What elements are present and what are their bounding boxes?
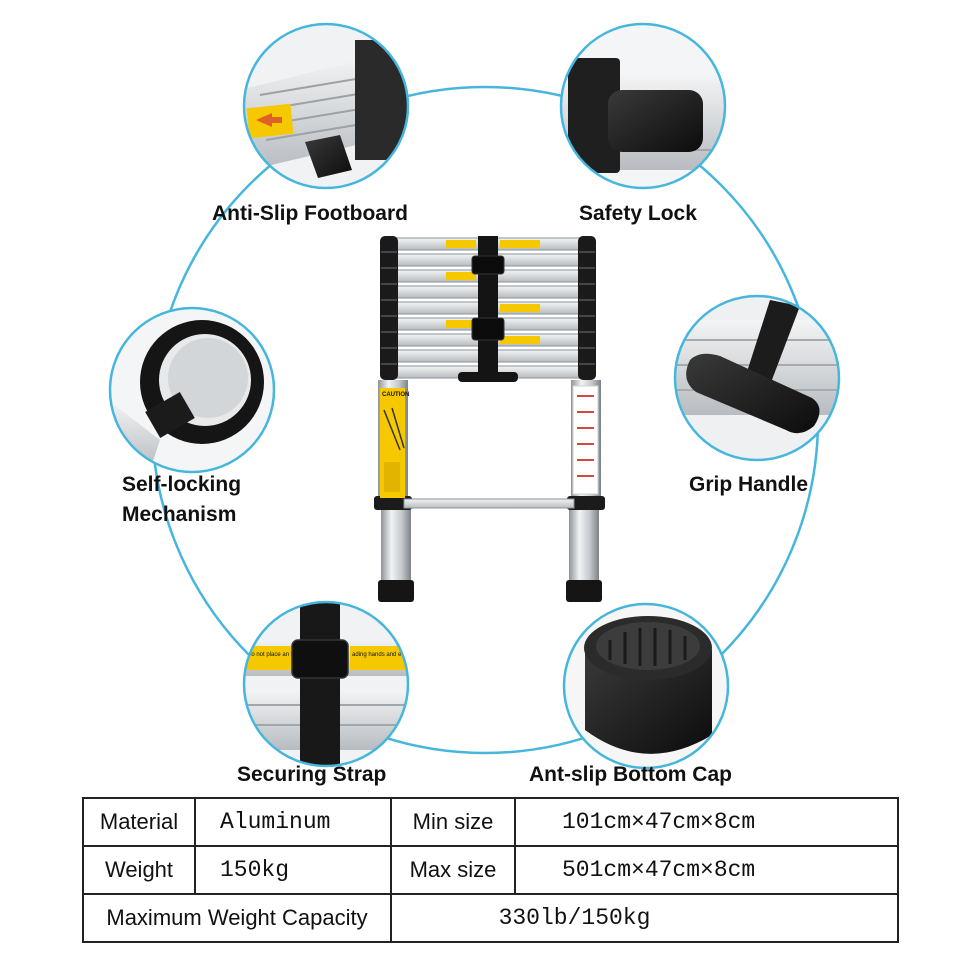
- max-size-label: Max size: [390, 845, 516, 895]
- feature-label-mechanism-line2: Mechanism: [122, 503, 237, 526]
- feature-label-bottom-cap: Ant-slip Bottom Cap: [529, 763, 732, 786]
- material-value: Aluminum: [194, 797, 392, 847]
- spec-row: Maximum Weight Capacity 330lb/150kg: [82, 893, 899, 943]
- strap-warning-right: ading hands and en using the ladder.: [352, 652, 451, 658]
- weight-value: 150kg: [194, 845, 392, 895]
- strap-warning-left: Do not place an fingers, betwe: [247, 652, 329, 658]
- spec-table: Material Aluminum Min size 101cm×47cm×8c…: [82, 797, 899, 943]
- safety-lock-detail-image: [559, 22, 727, 190]
- spec-row: Material Aluminum Min size 101cm×47cm×8c…: [82, 797, 899, 847]
- feature-label-mechanism-line1: Self-locking: [122, 473, 242, 496]
- max-size-value: 501cm×47cm×8cm: [514, 845, 899, 895]
- footboard-detail-image: [242, 22, 410, 190]
- securing-strap-detail-image: Do not place an fingers, betwe ading han…: [242, 600, 451, 768]
- feature-label-safety-lock: Safety Lock: [579, 202, 697, 225]
- spec-row: Weight 150kg Max size 501cm×47cm×8cm: [82, 845, 899, 895]
- min-size-label: Min size: [390, 797, 516, 847]
- side-locks: [380, 236, 596, 380]
- ladder-handle: [458, 372, 518, 382]
- feature-label-securing-strap: Securing Strap: [237, 763, 387, 786]
- min-size-value: 101cm×47cm×8cm: [514, 797, 899, 847]
- feature-label-footboard: Anti-Slip Footboard: [212, 202, 408, 225]
- mechanism-detail-image: [108, 306, 276, 474]
- bottom-cap-detail-image: [562, 602, 730, 770]
- weight-label: Weight: [82, 845, 196, 895]
- telescopic-ladder-image: CAUTION: [374, 236, 605, 602]
- left-lower-pole: [381, 500, 411, 592]
- capacity-label: Maximum Weight Capacity: [82, 893, 392, 943]
- material-label: Material: [82, 797, 196, 847]
- right-foot-cap: [566, 580, 602, 602]
- feature-label-grip-handle: Grip Handle: [689, 473, 809, 496]
- caution-text: CAUTION: [382, 392, 409, 398]
- right-lower-pole: [569, 500, 599, 592]
- instruction-sticker: [572, 385, 599, 495]
- capacity-value: 330lb/150kg: [390, 893, 899, 943]
- left-foot-cap: [378, 580, 414, 602]
- grip-handle-detail-image: [673, 294, 841, 462]
